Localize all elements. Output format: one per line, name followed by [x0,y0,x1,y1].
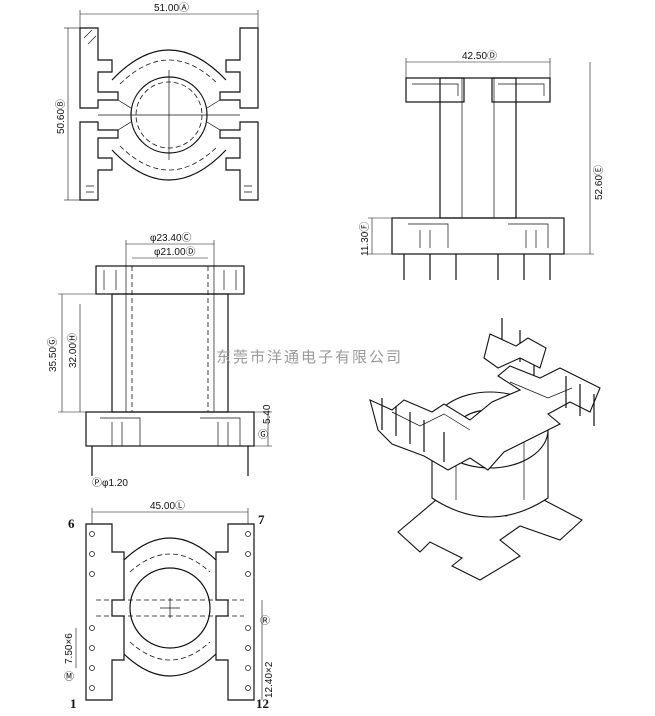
dim-side-height: 52.60Ⓔ [593,165,605,200]
front-view: φ23.40Ⓒ φ21.00Ⓓ 35.50Ⓖ 32.00Ⓗ 5.40 Ⓖ Ⓟφ1… [47,232,273,489]
pin-label-7: 7 [258,512,265,527]
side-view: 42.50Ⓓ 52.60Ⓔ 11.30Ⓕ [359,50,605,280]
company-watermark: 东莞市洋通电子有限公司 [216,348,403,366]
dim-front-height: 35.50Ⓖ [47,337,59,372]
dim-front-inner: 32.00Ⓗ [67,333,79,368]
dim-outer-dia: φ23.40Ⓒ [150,232,192,244]
pin-label-6: 6 [68,516,75,531]
dim-inner-dia: φ21.00Ⓓ [154,246,196,258]
dim-pin-dia: Ⓟφ1.20 [92,477,128,489]
dim-front-base: 5.40 [262,404,273,424]
dim-side-base: 11.30Ⓕ [359,222,371,256]
dim-mark-r: Ⓡ [260,615,270,627]
iso-pins [381,318,595,462]
pin-holes [89,531,251,691]
top-view: 51.00Ⓐ 50.60Ⓑ [55,2,259,201]
dim-pin-pitch-left: 7.50×6 [64,633,75,664]
dim-top-width: 51.00Ⓐ [154,2,189,14]
dim-bottom-width: 45.00Ⓛ [150,500,185,512]
dim-side-width: 42.50Ⓓ [462,50,497,62]
pin-label-1: 1 [70,696,77,711]
dim-base-mark: Ⓖ [258,429,268,441]
pin-label-12: 12 [256,696,269,711]
isometric-view [369,318,601,581]
dim-pin-pitch-right: 12.40×2 [264,661,275,698]
dim-top-height: 50.60Ⓑ [55,99,67,134]
dim-mark-m: Ⓜ [64,671,74,683]
bottom-view: 45.00Ⓛ 7.50×6 Ⓜ Ⓡ 12.40×2 6 7 1 12 [64,500,275,711]
